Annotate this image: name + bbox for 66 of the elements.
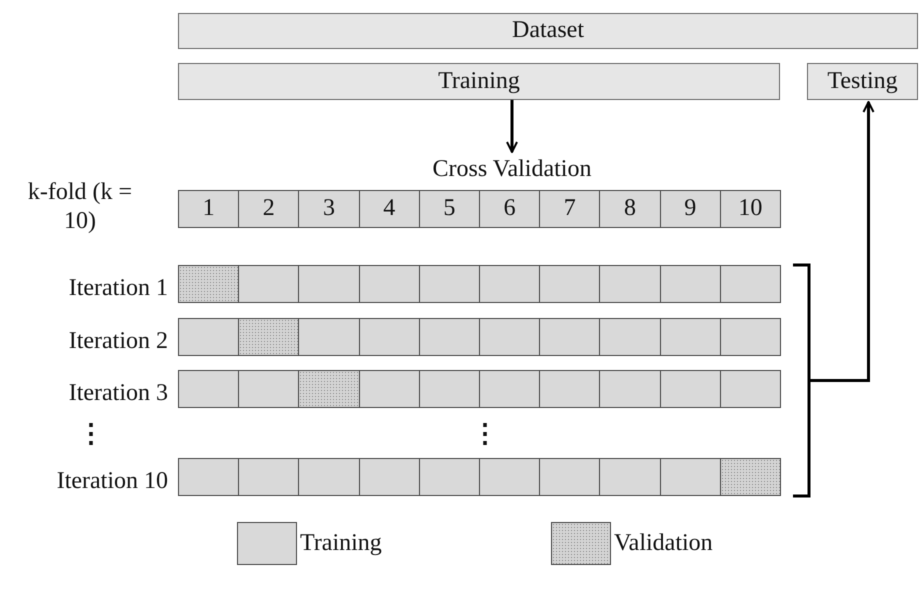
training-fold-cell — [238, 265, 300, 303]
training-fold-cell — [358, 370, 420, 408]
training-fold-cell — [720, 370, 781, 408]
training-fold-cell — [238, 458, 300, 496]
fold-cell: 8 — [599, 190, 661, 228]
testing-bar: Testing — [807, 63, 918, 100]
ellipsis: ⋮ — [78, 418, 98, 450]
training-fold-cell — [539, 458, 600, 496]
training-fold-cell — [599, 318, 661, 356]
training-fold-cell — [418, 458, 480, 496]
section-heading: Cross Validation — [412, 154, 612, 186]
row-label: k-fold (k = 10) — [26, 178, 134, 236]
fold-cell: 3 — [298, 190, 360, 228]
arrow — [506, 100, 518, 153]
training-fold-cell — [418, 370, 480, 408]
row-label: Iteration 10 — [56, 467, 168, 496]
ellipsis: ⋮ — [472, 418, 492, 450]
training-fold-cell — [660, 265, 721, 303]
fold-cell: 7 — [539, 190, 600, 228]
validation-fold-cell — [238, 318, 300, 356]
training-fold-cell — [599, 265, 661, 303]
legend-label: Validation — [614, 529, 713, 558]
training-fold-cell — [418, 265, 480, 303]
fold-cell: 2 — [238, 190, 300, 228]
fold-cell: 10 — [720, 190, 781, 228]
fold-cell: 4 — [358, 190, 420, 228]
dataset-bar: Dataset — [178, 13, 918, 49]
training-fold-cell — [479, 458, 540, 496]
training-fold-cell — [178, 318, 240, 356]
training-fold-cell — [599, 370, 661, 408]
training-bar: Training — [178, 63, 780, 100]
arrow — [809, 101, 874, 382]
training-fold-cell — [418, 318, 480, 356]
training-fold-cell — [720, 318, 781, 356]
training-fold-cell — [178, 370, 240, 408]
validation-fold-cell — [720, 458, 781, 496]
training-fold-cell — [539, 265, 600, 303]
fold-cell: 1 — [178, 190, 240, 228]
training-fold-cell — [599, 458, 661, 496]
training-fold-cell — [479, 265, 540, 303]
training-fold-cell — [298, 265, 360, 303]
row-label: Iteration 3 — [68, 379, 168, 408]
training-fold-cell — [298, 318, 360, 356]
fold-cell: 9 — [660, 190, 721, 228]
bracket — [793, 264, 810, 498]
training-fold-cell — [479, 318, 540, 356]
row-label: Iteration 1 — [68, 274, 168, 303]
training-fold-cell — [660, 370, 721, 408]
training-fold-cell — [660, 318, 721, 356]
training-fold-cell — [358, 318, 420, 356]
training-fold-cell — [358, 265, 420, 303]
fold-cell: 6 — [479, 190, 540, 228]
training-fold-cell — [479, 370, 540, 408]
validation-fold-cell — [298, 370, 360, 408]
training-fold-cell — [720, 265, 781, 303]
fold-cell: 5 — [418, 190, 480, 228]
training-fold-cell — [238, 370, 300, 408]
training-fold-cell — [660, 458, 721, 496]
training-fold-cell — [178, 458, 240, 496]
validation-fold-cell — [178, 265, 240, 303]
training-fold-cell — [298, 458, 360, 496]
training-fold-cell — [539, 370, 600, 408]
row-label: Iteration 2 — [68, 327, 168, 356]
legend-label: Training — [300, 529, 382, 558]
training-fold-cell — [539, 318, 600, 356]
training-fold-cell — [358, 458, 420, 496]
